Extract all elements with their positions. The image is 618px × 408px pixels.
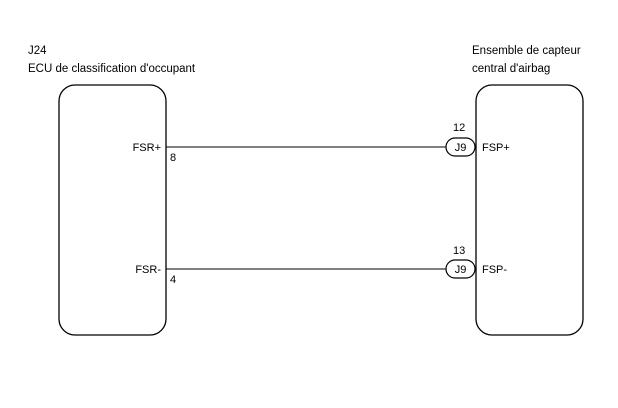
left-component-code: J24 [28, 45, 47, 57]
left-pin-8: 8 [170, 152, 176, 164]
right-pin-12: 12 [453, 122, 465, 134]
connector-j9-upper [445, 137, 476, 157]
left-pin-4: 4 [170, 274, 176, 286]
left-component-name: ECU de classification d'occupant [28, 63, 196, 75]
right-component-name-line2: central d'airbag [472, 63, 550, 75]
right-component-box [475, 84, 584, 336]
connector-j9-upper-label: J9 [455, 142, 467, 154]
right-pin-13: 13 [453, 245, 465, 257]
left-component-box [58, 84, 167, 336]
connector-j9-lower [445, 259, 476, 279]
left-terminal-fsr-minus: FSR- [135, 264, 161, 276]
connector-j9-lower-label: J9 [455, 264, 467, 276]
right-component-name-line1: Ensemble de capteur [472, 45, 581, 57]
left-terminal-fsr-plus: FSR+ [133, 142, 161, 154]
right-terminal-fsp-minus: FSP- [482, 264, 507, 276]
right-terminal-fsp-plus: FSP+ [482, 142, 510, 154]
